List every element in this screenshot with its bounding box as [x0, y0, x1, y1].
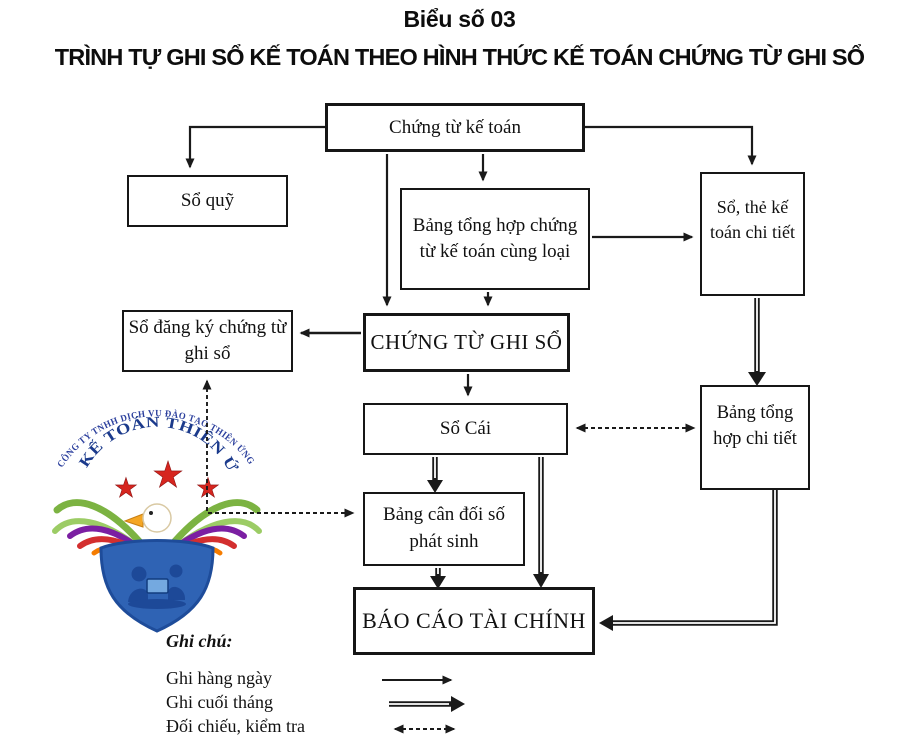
node-so-the-ke-toan-chi-tiet: Sổ, thẻ kế toán chi tiết: [700, 172, 805, 296]
node-chung-tu-ghi-so: CHỨNG TỪ GHI SỔ: [363, 313, 570, 372]
logo-stars: ★ ★ ★: [114, 455, 221, 505]
edge-bangcandoi-to-baocao: [430, 568, 446, 589]
node-bao-cao-tai-chinh: BÁO CÁO TÀI CHÍNH: [353, 587, 595, 655]
legend-item-daily: Ghi hàng ngày: [166, 668, 272, 688]
edge-socai-to-baocao: [533, 457, 549, 588]
star-icon: ★: [152, 455, 184, 496]
node-so-cai: Sổ Cái: [363, 403, 568, 455]
node-bang-tong-hop-chi-tiet: Bảng tổng hợp chi tiết: [700, 385, 810, 490]
node-bang-tong-hop-chung-tu: Bảng tổng hợp chứng từ kế toán cùng loại: [400, 188, 590, 290]
star-icon: ★: [114, 473, 138, 504]
node-so-dang-ky-chung-tu-ghi-so: Sổ đăng ký chứng từ ghi sổ: [122, 310, 293, 372]
shield-icon: [99, 539, 215, 633]
page-subtitle: TRÌNH TỰ GHI SỔ KẾ TOÁN THEO HÌNH THỨC K…: [54, 44, 865, 70]
page-title: Biểu số 03: [403, 6, 516, 32]
eagle-head-icon: [123, 503, 172, 533]
edge-socai-to-bangcandoi: [427, 457, 443, 493]
legend-item-check: Đối chiếu, kiểm tra: [166, 716, 305, 736]
legend-item-monthly: Ghi cuối tháng: [166, 692, 273, 712]
node-chung-tu-ke-toan: Chứng từ kế toán: [325, 103, 585, 152]
node-so-quy: Sổ quỹ: [127, 175, 288, 227]
edge-ctkt-to-sothe: [585, 125, 757, 166]
legend-title: Ghi chú:: [166, 631, 233, 651]
company-logo: CÔNG TY TNHH DỊCH VỤ ĐÀO TẠO THIÊN ỨNG K…: [47, 390, 262, 633]
edge-sothe-to-bangtonghopchitiet: [748, 298, 766, 386]
edge-ctkt-to-soquy: [185, 125, 325, 169]
laptop-icon: [146, 578, 169, 594]
star-icon: ★: [196, 473, 220, 504]
legend-solid-thick-arrow-icon: [389, 696, 465, 712]
node-bang-can-doi-so-phat-sinh: Bảng cân đối số phát sinh: [363, 492, 525, 566]
edge-bangtonghopchitiet-to-baocao: [599, 490, 778, 631]
